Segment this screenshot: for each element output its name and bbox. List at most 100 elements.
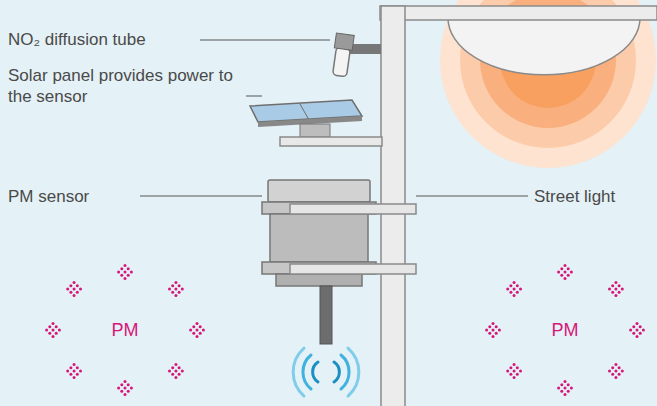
- lamp-head: [448, 18, 640, 75]
- particle-dot: [168, 287, 171, 290]
- leader-lines: [140, 40, 528, 196]
- particle-dot: [76, 284, 79, 287]
- particle-dot: [127, 274, 130, 277]
- particle-dot: [564, 264, 567, 267]
- particle-dot: [611, 284, 614, 287]
- particle-dot: [171, 284, 174, 287]
- particle-dot: [66, 287, 69, 290]
- particle-dot: [611, 366, 614, 369]
- particle-dot: [513, 294, 516, 297]
- particle-dot: [570, 271, 573, 274]
- particle-dot: [174, 287, 177, 290]
- particle-dot: [636, 329, 639, 332]
- illustration-part: [200, 40, 330, 41]
- particle-dot: [124, 271, 127, 274]
- particle-dot: [199, 325, 202, 328]
- shelf: [280, 137, 382, 146]
- illustration-part: [270, 214, 368, 262]
- particle-dot: [567, 383, 570, 386]
- particle-dot: [488, 332, 491, 335]
- particle-dot: [76, 366, 79, 369]
- pm-sensor-body: [262, 180, 416, 344]
- particle-dot: [618, 291, 621, 294]
- particle-dot: [192, 332, 195, 335]
- particle-dot: [519, 370, 522, 373]
- particle-dot: [45, 329, 48, 332]
- no2-tube: [331, 33, 381, 77]
- particle-dot: [564, 277, 567, 280]
- particle-dot: [55, 325, 58, 328]
- panel-label-holder: Solar panel provides power to the sensor: [8, 65, 238, 107]
- particle-dot: [69, 291, 72, 294]
- particle-dot: [636, 335, 639, 338]
- illustration-part: [276, 274, 362, 286]
- particle-dot: [506, 287, 509, 290]
- particle-dot: [178, 291, 181, 294]
- particle-dot: [73, 287, 76, 290]
- particle-dot: [564, 380, 567, 383]
- particle-dot: [124, 277, 127, 280]
- particle-dot: [52, 335, 55, 338]
- particle-dot: [632, 325, 635, 328]
- particle-dot: [130, 271, 133, 274]
- particle-dot: [564, 393, 567, 396]
- pole-label-holder: Street light: [534, 186, 652, 207]
- particle-dot: [557, 271, 560, 274]
- particle-dot: [495, 332, 498, 335]
- wireless-signal: [293, 348, 359, 396]
- antenna: [320, 286, 332, 344]
- particle-dot: [560, 267, 563, 270]
- particle-dot: [608, 370, 611, 373]
- particle-dot: [76, 373, 79, 376]
- particle-dot: [174, 281, 177, 284]
- pole-label: Street light: [534, 186, 652, 207]
- pm-label-holder: PM: [95, 319, 155, 341]
- particle-dot: [608, 287, 611, 290]
- particle-dot: [621, 370, 624, 373]
- particle-dot: [124, 387, 127, 390]
- particle-dot: [196, 329, 199, 332]
- particle-dot: [117, 387, 120, 390]
- particle-dot: [618, 284, 621, 287]
- particle-dot: [516, 291, 519, 294]
- particle-dot: [636, 322, 639, 325]
- particle-dot: [639, 325, 642, 328]
- particle-dot: [560, 383, 563, 386]
- particle-dot: [130, 387, 133, 390]
- particle-dot: [181, 370, 184, 373]
- tube-label-holder: NO₂ diffusion tube: [8, 29, 198, 50]
- particle-dot: [632, 332, 635, 335]
- particle-dot: [621, 287, 624, 290]
- particle-dot: [513, 287, 516, 290]
- particle-dot: [196, 322, 199, 325]
- particle-dot: [120, 383, 123, 386]
- particle-dot: [124, 380, 127, 383]
- particle-dot: [174, 294, 177, 297]
- particle-dot: [614, 281, 617, 284]
- particle-dot: [498, 329, 501, 332]
- particle-dot: [614, 287, 617, 290]
- illustration-part: [300, 104, 309, 120]
- sensor-label-holder: PM sensor: [8, 186, 138, 207]
- particle-dot: [611, 291, 614, 294]
- particle-dot: [171, 291, 174, 294]
- particle-dot: [639, 332, 642, 335]
- particle-dot: [76, 291, 79, 294]
- particle-dot: [52, 322, 55, 325]
- particle-dot: [495, 325, 498, 328]
- particle-dot: [629, 329, 632, 332]
- solar-panel: [250, 100, 382, 146]
- particle-dot: [189, 329, 192, 332]
- particle-dot: [127, 390, 130, 393]
- particle-dot: [509, 366, 512, 369]
- illustration-part: [331, 33, 355, 77]
- particle-dot: [509, 373, 512, 376]
- pm-label: PM: [535, 319, 595, 341]
- particle-dot: [178, 366, 181, 369]
- particle-dot: [73, 376, 76, 379]
- particle-dot: [171, 366, 174, 369]
- sensor-label: PM sensor: [8, 186, 138, 207]
- particle-dot: [570, 387, 573, 390]
- particle-dot: [73, 363, 76, 366]
- illustration-part: [341, 355, 349, 389]
